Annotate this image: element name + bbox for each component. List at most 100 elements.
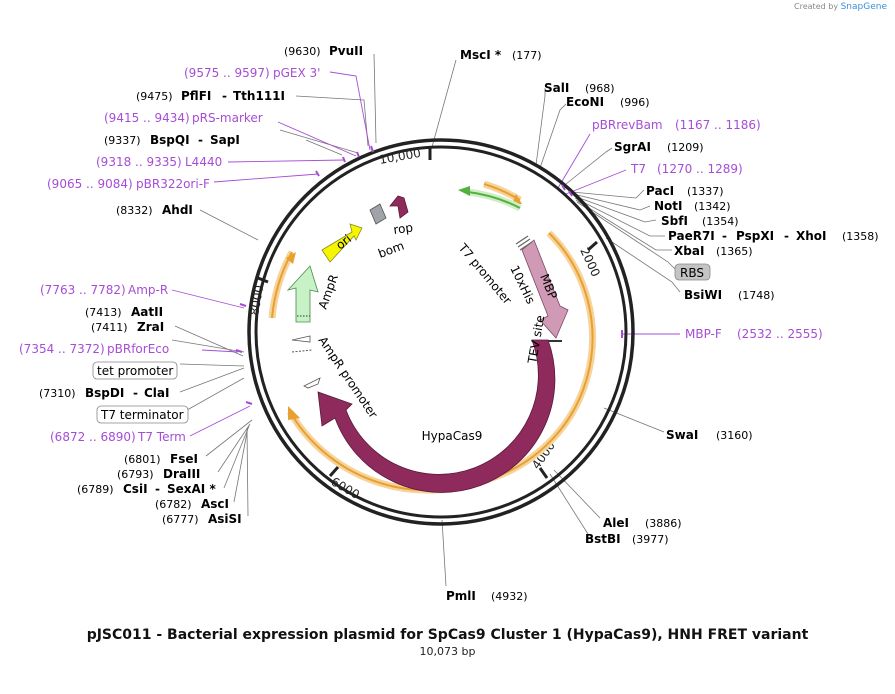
primer-t7: T7 bbox=[630, 162, 646, 176]
site-noti-pos: (1342) bbox=[694, 200, 731, 213]
site-bspqi: BspQI bbox=[150, 133, 190, 147]
site-ahdi: AhdI bbox=[162, 203, 193, 217]
site-sali-pos: (968) bbox=[585, 82, 615, 95]
site-alei-pos: (3886) bbox=[645, 517, 682, 530]
site-tth111i: Tth111I bbox=[233, 89, 285, 103]
orf-arc-top bbox=[483, 183, 521, 201]
site-msci: MscI * bbox=[460, 48, 502, 62]
site-pvuii: PvuII bbox=[329, 44, 363, 58]
site-pvuii-pos: (9630) bbox=[284, 45, 321, 58]
rbs-box bbox=[674, 263, 711, 281]
site-sep-5: - bbox=[133, 386, 138, 400]
primer-lines bbox=[171, 71, 680, 437]
hypacas9-arrow bbox=[317, 339, 556, 493]
primer-pgex: pGEX 3' bbox=[273, 66, 320, 80]
site-clai: ClaI bbox=[144, 386, 169, 400]
his-tag-marks bbox=[515, 235, 533, 251]
ampr-label: AmpR bbox=[316, 273, 341, 311]
site-fsei-pos: (6801) bbox=[124, 453, 161, 466]
tet-promoter-label: tet promoter bbox=[97, 364, 173, 378]
site-bsiwi: BsiWI bbox=[684, 288, 722, 302]
bom-label: bom bbox=[376, 239, 406, 261]
site-zrai-pos: (7411) bbox=[91, 321, 128, 334]
primer-pgex-range: (9575 .. 9597) bbox=[184, 66, 270, 80]
site-zrai: ZraI bbox=[137, 320, 164, 334]
site-csii: CsiI bbox=[123, 482, 148, 496]
primer-pbrforeco-range: (7354 .. 7372) bbox=[19, 342, 105, 356]
primer-prs-range: (9415 .. 9434) bbox=[104, 111, 190, 125]
site-xbai: XbaI bbox=[674, 244, 704, 258]
t7-terminator-label: T7 terminator bbox=[100, 408, 184, 422]
site-sep-3: - bbox=[222, 89, 227, 103]
rbs-label: RBS bbox=[680, 266, 704, 280]
site-paci-pos: (1337) bbox=[687, 185, 724, 198]
orf-arc-cas9 bbox=[477, 232, 594, 483]
primer-l4440: L4440 bbox=[185, 155, 222, 169]
site-asci-pos: (6782) bbox=[155, 498, 192, 511]
site-pspxi: PspXI bbox=[736, 229, 774, 243]
site-msci-pos: (177) bbox=[512, 49, 542, 62]
site-xbai-pos: (1365) bbox=[716, 245, 753, 258]
ori-arrow bbox=[321, 223, 363, 263]
site-pmli-pos: (4932) bbox=[491, 590, 528, 603]
site-sep-6: - bbox=[155, 482, 160, 496]
brand-created-by: Created by bbox=[794, 2, 839, 11]
primer-markers bbox=[235, 145, 623, 405]
site-bspdi: BspDI bbox=[85, 386, 124, 400]
t7-terminator-box bbox=[96, 405, 189, 424]
green-feature bbox=[467, 191, 521, 209]
site-sgrai-pos: (1209) bbox=[667, 141, 704, 154]
site-bsiwi-pos: (1748) bbox=[738, 289, 775, 302]
brand-app-name: SnapGene bbox=[840, 2, 887, 12]
primer-prs-marker: pRS-marker bbox=[192, 111, 263, 125]
primer-pbrrevbam: pBRrevBam bbox=[592, 118, 663, 132]
backbone-inner bbox=[254, 145, 628, 519]
site-aatii-pos: (7413) bbox=[85, 306, 122, 319]
site-asisi: AsiSI bbox=[208, 512, 242, 526]
site-ahdi-pos: (8332) bbox=[116, 204, 153, 217]
left-labels: (9630) PvuII (9575 .. 9597) pGEX 3' (947… bbox=[19, 44, 363, 526]
site-aatii: AatII bbox=[131, 305, 163, 319]
orf-arrowhead-left bbox=[286, 252, 296, 264]
site-noti: NotI bbox=[654, 199, 683, 213]
primer-mbp-f-range: (2532 .. 2555) bbox=[737, 327, 823, 341]
site-paci: PacI bbox=[646, 184, 674, 198]
site-alei: AleI bbox=[603, 516, 629, 530]
orf-arrowhead-lower bbox=[288, 406, 300, 420]
site-sep-1: - bbox=[722, 229, 727, 243]
rop-arrow bbox=[389, 195, 409, 219]
site-csii-pos: (6789) bbox=[77, 483, 114, 496]
hypacas9-split-mark bbox=[454, 446, 458, 465]
site-bstbi: BstBI bbox=[585, 532, 621, 546]
hypacas9-label: HypaCas9 bbox=[422, 429, 483, 443]
site-sep-4: - bbox=[198, 133, 203, 147]
primer-t7-term: T7 Term bbox=[137, 430, 186, 444]
right-labels: MscI * (177) SalI (968) EcoNI (996) pBRr… bbox=[446, 48, 879, 603]
site-draiii: DraIII bbox=[163, 467, 200, 481]
site-econi: EcoNI bbox=[566, 95, 604, 109]
ampr-promoter-arrow bbox=[303, 377, 321, 389]
primer-pbrforeco: pBRforEco bbox=[107, 342, 169, 356]
site-econi-pos: (996) bbox=[620, 96, 650, 109]
t7-promoter-label: T7 promoter bbox=[455, 240, 514, 307]
site-pflfi: PflFI bbox=[181, 89, 211, 103]
site-sapi: SapI bbox=[210, 133, 240, 147]
rop-label: rop bbox=[392, 220, 413, 237]
orf-arcs bbox=[268, 180, 597, 494]
primer-amp-r: Amp-R bbox=[128, 283, 168, 297]
site-sgrai: SgrAI bbox=[614, 140, 651, 154]
tet-promoter-box bbox=[92, 361, 178, 380]
site-asci: AscI bbox=[201, 497, 229, 511]
site-paer7i: PaeR7I bbox=[668, 229, 715, 243]
ampr-arrow bbox=[286, 265, 319, 323]
site-pflfi-pos: (9475) bbox=[136, 90, 173, 103]
tet-promoter-mark bbox=[291, 349, 313, 353]
site-bstbi-pos: (3977) bbox=[632, 533, 669, 546]
primer-pbr322ori-f: pBR322ori-F bbox=[136, 177, 210, 191]
primer-amp-r-range: (7763 .. 7782) bbox=[40, 283, 126, 297]
site-pmli: PmlI bbox=[446, 589, 476, 603]
site-sep-2: - bbox=[784, 229, 789, 243]
snapgene-brand: Created by SnapGene bbox=[794, 2, 887, 12]
site-bspdi-pos: (7310) bbox=[39, 387, 76, 400]
